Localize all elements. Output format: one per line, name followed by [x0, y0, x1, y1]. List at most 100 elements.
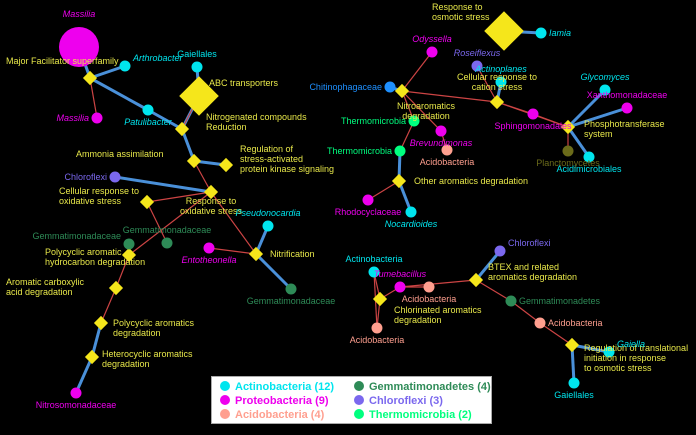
taxon-node-patulibacter[interactable] — [142, 104, 154, 116]
taxon-node-acido1[interactable] — [441, 144, 453, 156]
taxon-node-acido2[interactable] — [423, 281, 435, 293]
legend-entry-proteobacteria: Proteobacteria (9) — [220, 395, 329, 407]
taxon-node-chloroflexi2[interactable] — [494, 245, 506, 257]
edge-btex-gemmatimonadetes — [475, 279, 512, 302]
edge-nitrification-gemma3 — [254, 252, 293, 291]
taxon-node-chitinophagaceae[interactable] — [384, 81, 396, 93]
edge-phosphotrans-xanthomonadaceae — [567, 106, 628, 129]
taxon-node-gemma3[interactable] — [285, 283, 297, 295]
taxon-node-nitrosomonadaceae[interactable] — [70, 387, 82, 399]
taxon-node-chloroflexi1[interactable] — [109, 171, 121, 183]
function-node-stress_kinase[interactable] — [218, 157, 234, 173]
function-node-ammonia[interactable] — [186, 153, 202, 169]
taxon-node-nocardioides[interactable] — [405, 206, 417, 218]
taxon-node-planctomycetes[interactable] — [562, 145, 574, 157]
taxon-label-actinoplanes: Actinoplanes — [474, 64, 527, 74]
taxon-label-gemma1: Gemmatimonadaceae — [32, 231, 121, 241]
edge-thermo1-thermo2 — [399, 120, 415, 152]
taxon-node-gaiellales1[interactable] — [191, 61, 203, 73]
function-node-nitroarom[interactable] — [394, 83, 410, 99]
legend-label: Proteobacteria (9) — [235, 395, 329, 407]
function-node-nitrification[interactable] — [248, 246, 264, 262]
taxon-label-planctomycetes: Planctomycetes — [536, 158, 600, 168]
taxon-node-gemma1[interactable] — [123, 238, 135, 250]
taxon-node-massilia1[interactable] — [59, 27, 99, 67]
function-node-phosphotrans[interactable] — [560, 119, 576, 135]
legend-dot — [220, 395, 230, 405]
taxon-node-gaiella[interactable] — [603, 346, 615, 358]
taxon-node-acidimicrobiales[interactable] — [583, 151, 595, 163]
edge-other_arom-rhodocyclaceae — [367, 180, 400, 201]
taxon-node-entotheonella[interactable] — [203, 242, 215, 254]
taxon-node-arthrobacter[interactable] — [119, 60, 131, 72]
edge-tumebacillus-btex — [399, 279, 477, 288]
function-node-aromatic_carbox[interactable] — [108, 280, 124, 296]
taxon-node-sphingomonadales[interactable] — [527, 108, 539, 120]
taxon-label-sphingomonadales: Sphingomonadales — [494, 121, 572, 131]
taxon-node-gaiellales2[interactable] — [568, 377, 580, 389]
function-label-other_arom: Other aromatics degradation — [414, 176, 528, 186]
edge-resp_ox1-pah_deg — [128, 191, 212, 256]
taxon-node-roseiflexus[interactable] — [471, 60, 483, 72]
taxon-label-pseudonocardia: Pseudonocardia — [235, 208, 300, 218]
function-node-other_arom[interactable] — [391, 173, 407, 189]
edge-ammonia-resp_ox1 — [193, 160, 212, 193]
taxon-node-glycomyces[interactable] — [599, 84, 611, 96]
function-node-cell_cation[interactable] — [489, 94, 505, 110]
function-node-poly_arom[interactable] — [93, 315, 109, 331]
edge-btex-chloroflexi2 — [474, 250, 502, 281]
edge-nitrification-entotheonella — [208, 247, 257, 255]
edge-poly_arom-hetero_arom — [90, 322, 103, 358]
taxon-node-gemma2[interactable] — [161, 237, 173, 249]
function-node-cell_resp_ox[interactable] — [139, 194, 155, 210]
function-node-transl_reg[interactable] — [564, 337, 580, 353]
function-node-abc[interactable] — [179, 76, 219, 116]
taxon-node-massilia2[interactable] — [91, 112, 103, 124]
taxon-label-roseiflexus: Roseiflexus — [454, 48, 501, 58]
function-node-hetero_arom[interactable] — [84, 349, 100, 365]
function-node-btex[interactable] — [468, 272, 484, 288]
taxon-node-thermo1[interactable] — [408, 115, 420, 127]
edge-phosphotrans-acidimicrobiales — [566, 126, 591, 158]
legend-entry-acidobacteria: Acidobacteria (4) — [220, 409, 324, 421]
taxon-node-acido4[interactable] — [371, 322, 383, 334]
taxon-node-actinoplanes[interactable] — [495, 76, 507, 88]
taxon-node-acido3[interactable] — [534, 317, 546, 329]
taxon-label-iamia: Iamia — [549, 28, 571, 38]
function-node-nitrogen_red[interactable] — [174, 121, 190, 137]
edge-mfs-massilia2 — [89, 77, 98, 119]
legend-entry-gemmatimonadetes: Gemmatimonadetes (4) — [354, 381, 491, 393]
taxon-label-xanthomonadaceae: Xanthomonadaceae — [587, 90, 668, 100]
taxon-node-tumebacillus[interactable] — [394, 281, 406, 293]
legend-label: Actinobacteria (12) — [235, 381, 335, 393]
taxon-node-iamia[interactable] — [535, 27, 547, 39]
legend-dot — [354, 381, 364, 391]
legend-dot — [354, 409, 364, 419]
edge-nitroarom-brevundimonas — [401, 90, 442, 132]
taxon-node-pseudonocardia[interactable] — [262, 220, 274, 232]
taxon-label-chitinophagaceae: Chitinophagaceae — [309, 82, 382, 92]
taxon-node-xanthomonadaceae[interactable] — [621, 102, 633, 114]
taxon-label-rhodocyclaceae: Rhodocyclaceae — [335, 207, 402, 217]
taxon-node-actinobacteria[interactable] — [368, 266, 380, 278]
function-node-osmotic[interactable] — [484, 11, 524, 51]
edge-pah_deg-aromatic_carbox — [115, 254, 130, 289]
edge-nitrogen_red-ammonia — [180, 128, 196, 162]
function-node-resp_ox1[interactable] — [203, 184, 219, 200]
nodes-layer — [59, 11, 633, 399]
taxon-node-odyssella[interactable] — [426, 46, 438, 58]
taxon-node-thermo2[interactable] — [394, 145, 406, 157]
taxon-label-odyssella: Odyssella — [412, 34, 452, 44]
function-node-chlor_arom[interactable] — [372, 291, 388, 307]
function-node-mfs[interactable] — [82, 70, 98, 86]
edge-hetero_arom-nitrosomonadaceae — [74, 356, 94, 394]
taxon-node-brevundimonas[interactable] — [435, 125, 447, 137]
legend-label: Chloroflexi (3) — [369, 395, 443, 407]
taxon-node-gemmatimonadetes[interactable] — [505, 295, 517, 307]
taxon-label-gemmatimonadetes: Gemmatimonadetes — [519, 296, 601, 306]
taxon-node-rhodocyclaceae[interactable] — [362, 194, 374, 206]
